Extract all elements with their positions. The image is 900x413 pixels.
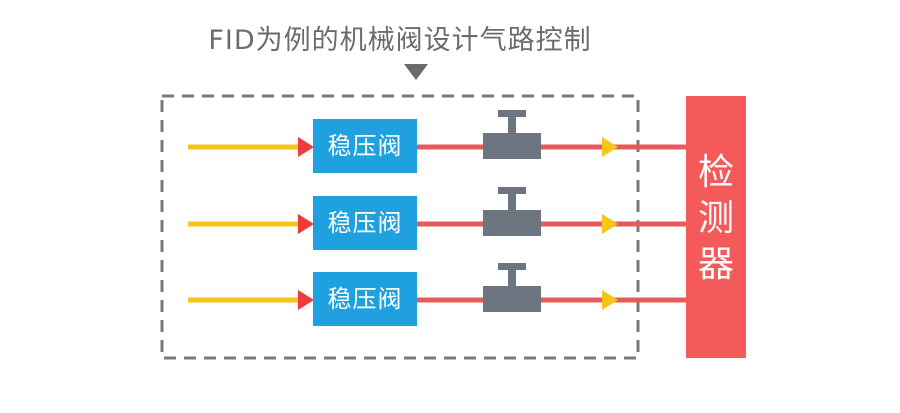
valve-body <box>483 286 541 312</box>
output-arrow-icon <box>602 214 618 234</box>
input-arrow-icon <box>298 137 314 157</box>
valve-body <box>483 133 541 159</box>
regulator-valve-block <box>313 119 417 173</box>
valve-handle-icon <box>498 263 526 270</box>
regulator-label-2: 稳压阀 <box>327 209 403 237</box>
valve-handle-icon <box>498 110 526 117</box>
detector-label-char-2: 测 <box>697 198 734 239</box>
valve-body <box>483 210 541 236</box>
detector-label-char-3: 器 <box>697 244 734 285</box>
detector-label: 检 测 器 <box>686 150 746 288</box>
regulator-valve-block <box>313 272 417 326</box>
gas-line-row-3 <box>188 263 686 326</box>
input-arrow-icon <box>298 214 314 234</box>
diagram-title: FID为例的机械阀设计气路控制 <box>208 25 592 56</box>
detector-block <box>686 96 746 358</box>
regulator-label-3: 稳压阀 <box>327 285 403 313</box>
valve-handle-icon <box>498 187 526 194</box>
input-arrow-icon <box>298 290 314 310</box>
output-arrow-icon <box>602 137 618 157</box>
title-pointer-icon <box>404 64 428 80</box>
mechanical-valve-group-box <box>160 94 640 360</box>
valve-stem <box>508 270 516 286</box>
gas-line-row-1 <box>188 110 686 173</box>
detector-label-char-1: 检 <box>697 152 734 193</box>
output-arrow-icon <box>602 290 618 310</box>
valve-stem <box>508 117 516 133</box>
regulator-label-1: 稳压阀 <box>327 132 403 160</box>
valve-stem <box>508 194 516 210</box>
regulator-valve-block <box>313 196 417 250</box>
gas-line-row-2 <box>188 187 686 250</box>
